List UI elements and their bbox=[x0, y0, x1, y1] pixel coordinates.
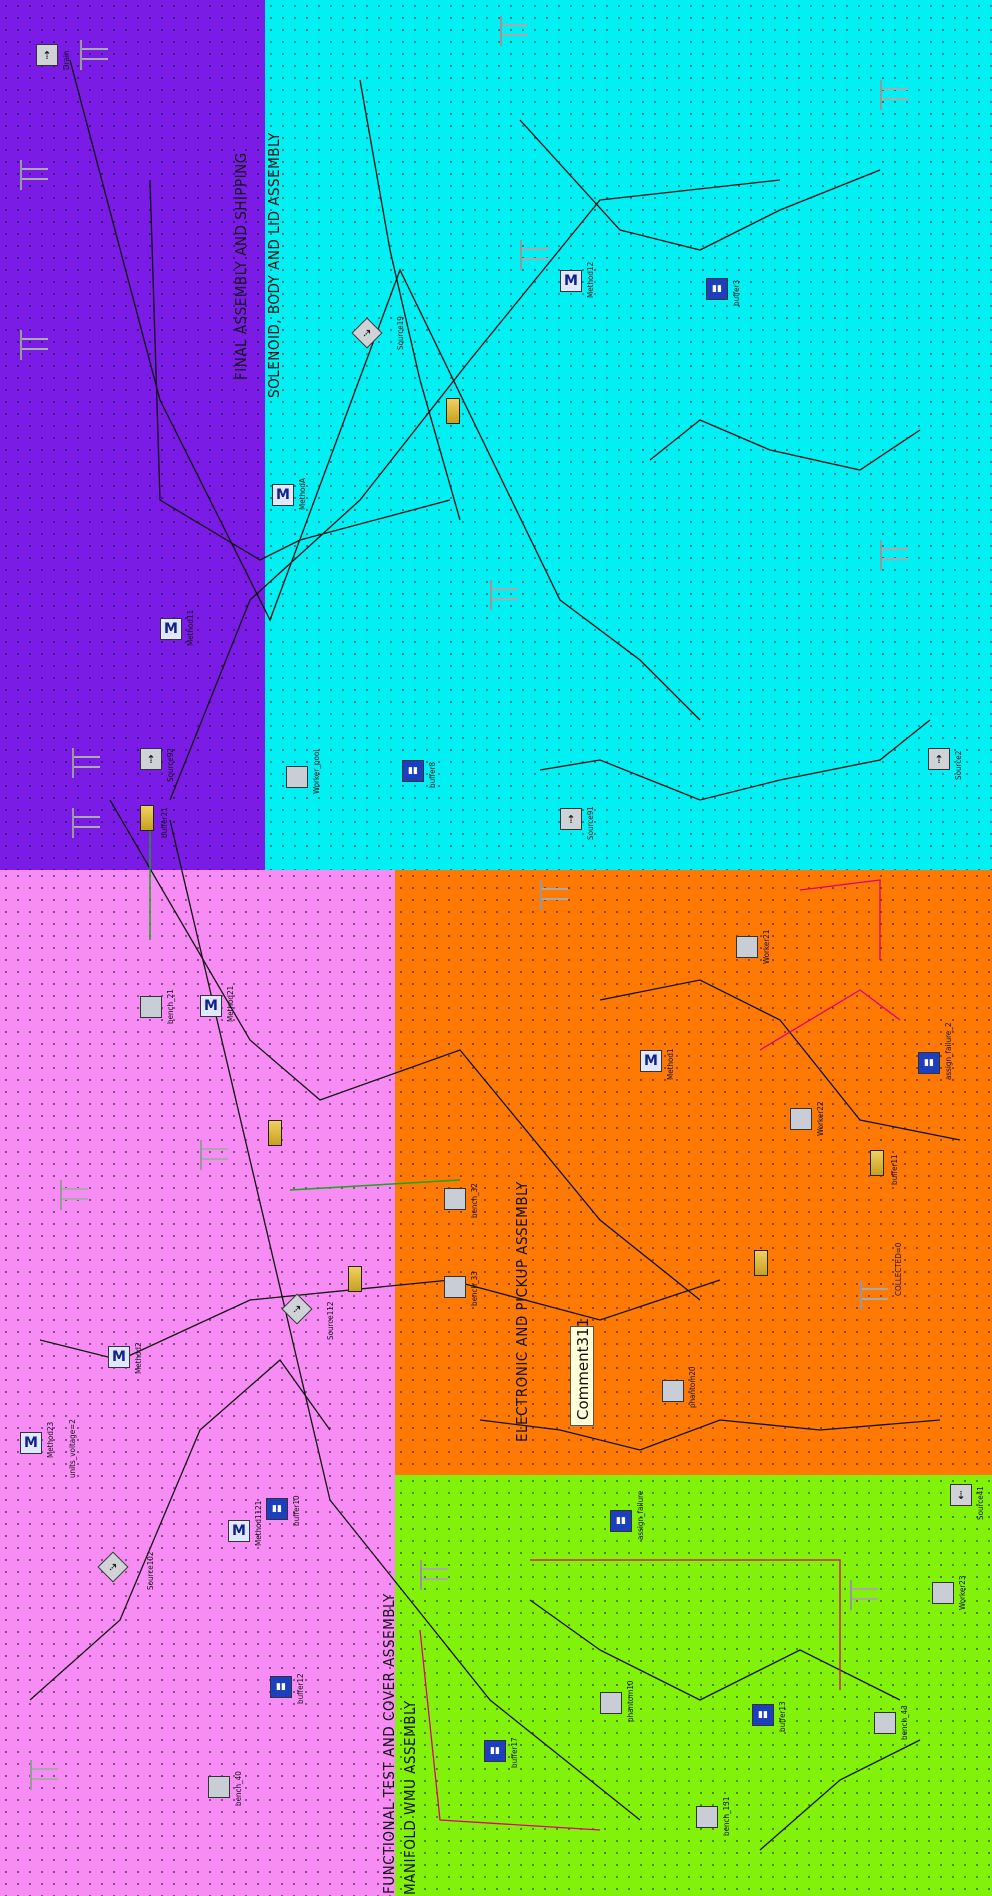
assign-failure-label: assign_failure bbox=[636, 1491, 645, 1540]
assign-failure-node[interactable]: ▮▮ bbox=[610, 1510, 632, 1532]
buffer-main-storage[interactable] bbox=[446, 398, 460, 424]
phantom10-label: phantom10 bbox=[626, 1681, 635, 1723]
buffer10-label: buffer10 bbox=[292, 1495, 301, 1526]
buffer10-node[interactable]: ▮▮ bbox=[266, 1498, 288, 1520]
stat-rack bbox=[30, 1760, 58, 1790]
source102-label: Source102 bbox=[146, 1552, 155, 1590]
stat-rack bbox=[880, 80, 908, 110]
units-voltage-label: units_voltage=2 bbox=[68, 1419, 77, 1478]
method-a-node[interactable]: M bbox=[272, 484, 294, 506]
bench43-node[interactable] bbox=[874, 1712, 896, 1734]
stat-rack bbox=[500, 16, 528, 46]
bench33-label: bench_33 bbox=[470, 1271, 479, 1306]
method-a-label: MethodA bbox=[298, 478, 307, 510]
source41-node[interactable]: ⇣ bbox=[950, 1484, 972, 1506]
buffer12-node[interactable]: ▮▮ bbox=[270, 1676, 292, 1698]
assign-failure-2-node[interactable]: ▮▮ bbox=[918, 1052, 940, 1074]
buffer11-label: buffer11 bbox=[890, 1154, 899, 1185]
source92-node[interactable]: ⇡ bbox=[140, 748, 162, 770]
stat-rack bbox=[850, 1580, 878, 1610]
stat-rack bbox=[420, 1560, 448, 1590]
method1121-node[interactable]: M bbox=[228, 1520, 250, 1542]
stat-rack bbox=[80, 40, 108, 70]
stat-rack bbox=[20, 160, 48, 190]
buffer3-label: buffer3 bbox=[732, 280, 741, 306]
method1-label: Method1 bbox=[666, 1048, 675, 1080]
buffer12-label: buffer12 bbox=[296, 1673, 305, 1704]
drain-node[interactable]: ⇡ bbox=[36, 44, 58, 66]
buffer21-label: buffer21 bbox=[160, 807, 169, 838]
source19-label: Source19 bbox=[396, 316, 405, 350]
method11-label: Method11 bbox=[186, 610, 195, 646]
phantom20-node[interactable] bbox=[662, 1380, 684, 1402]
bench40-node[interactable] bbox=[208, 1776, 230, 1798]
stat-rack bbox=[200, 1140, 228, 1170]
worker22-node[interactable] bbox=[790, 1108, 812, 1130]
bench32-node[interactable] bbox=[444, 1188, 466, 1210]
method21-node[interactable]: M bbox=[200, 995, 222, 1017]
source92-label: Source92 bbox=[166, 748, 175, 782]
stat-rack bbox=[880, 540, 908, 570]
method21-label: Method21 bbox=[226, 986, 235, 1022]
source2-node[interactable]: ⇡ bbox=[928, 748, 950, 770]
bench43-label: bench_43 bbox=[900, 1705, 909, 1740]
worker22-label: Worker22 bbox=[816, 1102, 825, 1136]
stat-rack bbox=[520, 240, 548, 270]
method1-node[interactable]: M bbox=[640, 1050, 662, 1072]
buffer11-storage[interactable] bbox=[870, 1150, 884, 1176]
stat-rack bbox=[490, 580, 518, 610]
buffer21-storage[interactable] bbox=[140, 805, 154, 831]
buffer13-label: buffer13 bbox=[778, 1701, 787, 1732]
buffer-func-storage[interactable] bbox=[348, 1266, 362, 1292]
buffer8-label: buffer8 bbox=[428, 762, 437, 788]
worker21-node[interactable] bbox=[736, 936, 758, 958]
source112-label: Source112 bbox=[326, 1302, 335, 1340]
method2-label: Method2 bbox=[134, 1342, 143, 1374]
collected-counter-label: COLLECTED=0 bbox=[894, 1243, 903, 1296]
bench21-label: bench_21 bbox=[166, 989, 175, 1024]
method11-node[interactable]: M bbox=[160, 618, 182, 640]
bench33-node[interactable] bbox=[444, 1276, 466, 1298]
stat-rack bbox=[540, 880, 568, 910]
source2-label: Source2 bbox=[954, 751, 963, 780]
drain-label: Drain bbox=[62, 51, 71, 70]
method12-label: Method12 bbox=[586, 262, 595, 298]
bench131-node[interactable] bbox=[696, 1806, 718, 1828]
buffer17-label: buffer17 bbox=[510, 1737, 519, 1768]
source41-label: Source41 bbox=[976, 1486, 985, 1520]
worker-pool-node[interactable] bbox=[286, 766, 308, 788]
source91-label: Source91 bbox=[586, 806, 595, 840]
phantom20-label: phantom20 bbox=[688, 1367, 697, 1409]
method2-node[interactable]: M bbox=[108, 1346, 130, 1368]
stat-rack bbox=[860, 1280, 888, 1310]
worker23-node[interactable] bbox=[932, 1582, 954, 1604]
worker23-label: Worker23 bbox=[958, 1576, 967, 1610]
assign-failure-2-label: assign_failure_2 bbox=[944, 1022, 953, 1080]
buffer-pink-storage[interactable] bbox=[268, 1120, 282, 1146]
stat-rack bbox=[72, 748, 100, 778]
comment-text: Comment311 bbox=[574, 1318, 592, 1420]
bench21-node[interactable] bbox=[140, 996, 162, 1018]
stat-rack bbox=[72, 808, 100, 838]
buffer13-node[interactable]: ▮▮ bbox=[752, 1704, 774, 1726]
method12-node[interactable]: M bbox=[560, 270, 582, 292]
method23-node[interactable]: M bbox=[20, 1432, 42, 1454]
method1121-label: Method1121 bbox=[254, 1501, 263, 1546]
bench40-label: bench_40 bbox=[234, 1771, 243, 1806]
method23-label: Method23 bbox=[46, 1422, 55, 1458]
stat-rack bbox=[20, 330, 48, 360]
buffer17-node[interactable]: ▮▮ bbox=[484, 1740, 506, 1762]
buffer3-node[interactable]: ▮▮ bbox=[706, 278, 728, 300]
buffer-elec-storage[interactable] bbox=[754, 1250, 768, 1276]
phantom10-node[interactable] bbox=[600, 1692, 622, 1714]
source91-node[interactable]: ⇡ bbox=[560, 808, 582, 830]
buffer8-node[interactable]: ▮▮ bbox=[402, 760, 424, 782]
stat-rack bbox=[60, 1180, 88, 1210]
bench131-label: bench_131 bbox=[722, 1797, 731, 1836]
bench32-label: bench_32 bbox=[470, 1183, 479, 1218]
worker21-label: Worker21 bbox=[762, 930, 771, 964]
worker-pool-label: Worker_pool bbox=[312, 750, 321, 794]
